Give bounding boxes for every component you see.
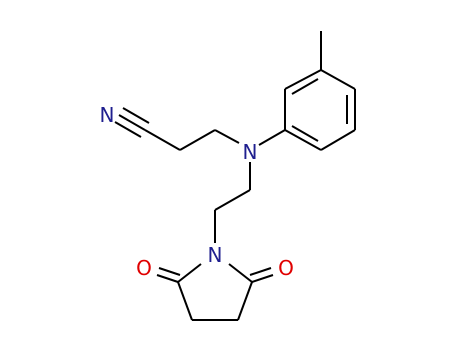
ring-bond — [228, 263, 253, 283]
amine-nitrogen-label: N — [243, 140, 258, 164]
atom-label-amine-n: N — [243, 140, 258, 164]
nitrile-nitrogen-label: N — [100, 103, 115, 127]
chain-bond — [144, 129, 181, 151]
carbonyl-oxygen-right-label: O — [278, 256, 294, 280]
ring-bond — [320, 69, 356, 90]
carbonyl-double-bond — [156, 274, 179, 283]
ring-bond — [177, 263, 202, 283]
succinimide-ring — [156, 263, 274, 321]
ring-bond — [237, 281, 253, 321]
ring-bond — [284, 129, 322, 151]
carbonyl-double-bond — [251, 274, 274, 283]
ring-bond — [284, 69, 322, 90]
atom-label-o-left: O — [136, 256, 152, 280]
carbonyl-double-bond — [158, 267, 181, 276]
nitrile-triple-bond — [118, 114, 146, 131]
nitrile-triple-bond — [114, 121, 142, 138]
ring-bond — [177, 281, 193, 321]
atom-label-o-right: O — [278, 256, 294, 280]
chain-bond — [179, 129, 216, 151]
imide-nitrogen-label: N — [208, 243, 223, 267]
carbonyl-double-bond — [249, 267, 272, 276]
ring-double-bond-inner — [291, 78, 319, 95]
ring-bond — [320, 129, 356, 151]
cyanoethyl-chain — [114, 107, 240, 151]
atom-label-nitrile-n: N — [100, 103, 115, 127]
ring-double-bond-inner — [291, 125, 319, 142]
aryl-amine-bond — [258, 129, 286, 146]
chain-bond — [214, 129, 240, 144]
nitrile-triple-bond — [122, 107, 150, 124]
chain-bond — [214, 189, 251, 211]
carbonyl-oxygen-left-label: O — [136, 256, 152, 280]
toluene-ring — [284, 31, 356, 151]
ethyl-linker — [214, 162, 251, 243]
atom-label-imide-n: N — [208, 243, 223, 267]
